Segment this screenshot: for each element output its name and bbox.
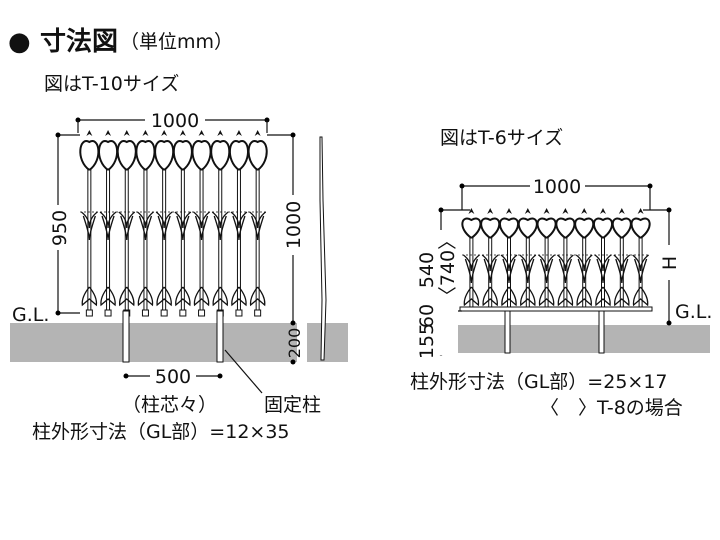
right-height-alt-label: 〈740〉 xyxy=(437,231,459,305)
left-width-label: 1000 xyxy=(151,110,199,132)
left-fence xyxy=(79,130,268,317)
fence-picket xyxy=(247,130,268,317)
fence-picket xyxy=(154,130,175,317)
fence-picket xyxy=(228,130,249,317)
fence-picket xyxy=(191,130,212,317)
right-post-2 xyxy=(598,310,605,354)
fence-picket xyxy=(480,208,501,308)
left-side-ground xyxy=(307,323,348,362)
fence-picket xyxy=(461,208,482,308)
right-clearance-label: 60 xyxy=(416,304,438,328)
left-total-height-label: 1000 xyxy=(283,201,305,249)
left-total-height-dimension: 1000 200 xyxy=(267,132,305,365)
left-ground xyxy=(10,323,297,362)
left-pitch-note: （柱芯々） xyxy=(122,394,217,416)
right-post-size-note: 柱外形寸法（GL部）=25×17 xyxy=(410,371,668,393)
fence-picket xyxy=(172,130,193,317)
fixed-post-label: 固定柱 xyxy=(264,394,321,416)
left-embed-label: 200 xyxy=(285,328,304,359)
title-unit: （単位mm） xyxy=(120,31,233,53)
fence-picket xyxy=(79,130,100,317)
fence-picket xyxy=(611,208,632,308)
right-fence xyxy=(459,208,653,312)
fence-picket xyxy=(536,208,557,308)
left-height-label: 950 xyxy=(49,210,71,246)
fence-picket xyxy=(116,130,137,317)
left-pitch-dimension: 500 xyxy=(123,366,223,388)
left-pitch-label: 500 xyxy=(155,366,191,388)
left-gl-label: G.L. xyxy=(12,304,49,326)
fixed-post-leader xyxy=(224,349,263,394)
fence-picket xyxy=(517,208,538,308)
right-embed-label: 155 xyxy=(416,323,438,359)
left-post-2 xyxy=(216,310,224,363)
fence-picket xyxy=(574,208,595,308)
fence-picket xyxy=(593,208,613,308)
right-h-dimension: H xyxy=(643,207,681,326)
right-height-label: 540 xyxy=(416,252,438,288)
left-height-dimension: 950 xyxy=(49,132,80,316)
left-caption: 図はT-10サイズ xyxy=(44,73,179,95)
title-bullet: ● xyxy=(8,27,31,57)
left-width-dimension: 1000 xyxy=(75,110,270,133)
fence-picket xyxy=(135,130,156,317)
right-gl-label: G.L. xyxy=(675,301,712,323)
left-side-view xyxy=(319,136,327,361)
fence-picket xyxy=(499,208,519,308)
right-caption: 図はT-6サイズ xyxy=(440,127,563,149)
fence-picket xyxy=(555,208,576,308)
title-main: 寸法図 xyxy=(40,27,118,57)
right-left-dimensions: 540 〈740〉 60 155 xyxy=(416,207,470,359)
fence-picket xyxy=(210,130,231,317)
fence-picket xyxy=(98,130,119,317)
right-width-label: 1000 xyxy=(533,176,581,198)
fence-picket xyxy=(630,208,651,308)
right-post-1 xyxy=(504,310,511,354)
left-post-size-note: 柱外形寸法（GL部）=12×35 xyxy=(32,421,290,443)
left-post-1 xyxy=(122,310,130,363)
right-h-label: H xyxy=(659,256,681,270)
right-alt-note: 〈 〉T-8の場合 xyxy=(540,397,683,419)
right-width-dimension: 1000 xyxy=(459,176,653,210)
right-ground xyxy=(440,325,710,353)
